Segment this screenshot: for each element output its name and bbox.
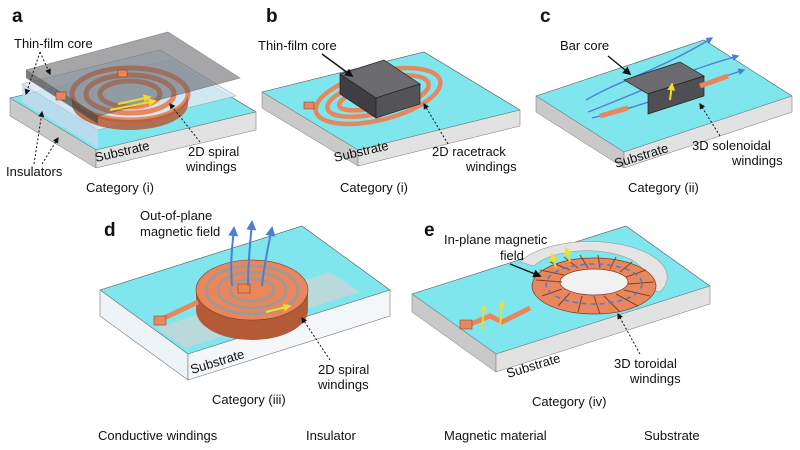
field-label: Out-of-plane [140, 208, 212, 223]
pad [303, 101, 315, 110]
pad [117, 69, 128, 78]
panel-letter: e [424, 220, 435, 241]
panel-b: b Thin-film core Substrate 2D racetrack … [258, 6, 521, 195]
legend-label-conductive-windings: Conductive windings [98, 428, 218, 443]
panel-c: c Bar core Substrate 3D solenoidal windi… [535, 6, 793, 195]
flux-arrow [480, 304, 487, 331]
category-label: Category (i) [86, 180, 154, 195]
substrate-slab-front [495, 285, 711, 373]
pad [153, 315, 167, 326]
field-arrow [246, 220, 257, 287]
panel-letter: d [104, 220, 116, 241]
thin-film-core-front [375, 83, 421, 119]
pad [55, 91, 67, 101]
category-label: Category (iii) [212, 392, 286, 407]
panel-letter: b [266, 6, 278, 27]
panel-d: d Out-of-plane magnetic field Substrate … [99, 208, 391, 407]
legend-label-magnetic-material: Magnetic material [444, 428, 547, 443]
field-label: field [500, 248, 524, 263]
core-pointer [607, 55, 632, 76]
windings-label: 2D spiral [318, 362, 369, 377]
flux-arrow [109, 98, 157, 111]
flux-arrow [498, 300, 505, 327]
windings-label: 2D spiral [188, 144, 239, 159]
core-pointer [24, 51, 41, 96]
spiral-top [195, 259, 309, 321]
spiral-gap [216, 270, 288, 310]
substrate-slab-front [95, 111, 257, 169]
windings-label: windings [465, 159, 517, 174]
category-label: Category (iv) [532, 394, 606, 409]
core-label: Bar core [560, 38, 609, 53]
spiral-gap [204, 264, 300, 316]
field-pointer [509, 263, 542, 278]
insulator-pointer [41, 136, 59, 165]
core-label: Thin-film core [258, 38, 337, 53]
lead-trace [158, 299, 200, 323]
flux-arrow [117, 94, 152, 105]
thin-film-core [25, 31, 241, 117]
flux-arrow [549, 252, 558, 269]
flux-loop [545, 263, 643, 305]
core-label: Thin-film core [14, 36, 93, 51]
field-arrow [261, 226, 276, 287]
windings-pointer [169, 103, 201, 143]
panel-a: a Thin-film core Insulators Substrate 2D… [6, 6, 257, 195]
windings-pointer [301, 317, 331, 361]
spiral-gap [228, 277, 276, 303]
substrate-slab-front [187, 289, 391, 381]
legend-label-substrate: Substrate [644, 428, 700, 443]
spiral-base [196, 290, 308, 340]
field-arrow [228, 226, 239, 287]
field-line [585, 37, 714, 101]
pad [459, 319, 473, 330]
core-pointer [321, 53, 354, 77]
legend: Conductive windings Insulator Magnetic m… [98, 428, 700, 443]
category-label: Category (ii) [628, 180, 699, 195]
insulator-label: Insulators [6, 164, 63, 179]
windings-label: windings [185, 159, 237, 174]
insulator-layer-side [22, 84, 98, 148]
windings-label: windings [629, 371, 681, 386]
field-label: magnetic field [140, 224, 220, 239]
lead-trace [699, 73, 729, 89]
category-label: Category (i) [340, 180, 408, 195]
bar-core-front [647, 75, 705, 115]
legend-label-insulator: Insulator [306, 428, 357, 443]
insulator-pointer [33, 110, 45, 165]
windings-label: windings [317, 377, 369, 392]
windings-label: 3D solenoidal [692, 138, 771, 153]
flux-arrow [265, 303, 292, 313]
core-pointer [39, 51, 51, 76]
panel-e: e In-plane magnetic field Substrate 3D t… [411, 220, 711, 409]
lead-trace [465, 305, 532, 329]
lead-trace [599, 105, 629, 119]
substrate-slab-front [623, 95, 793, 169]
panel-letter: a [12, 6, 23, 27]
flux-arrow [667, 82, 676, 101]
windings-label: 3D toroidal [614, 356, 677, 371]
field-label: In-plane magnetic [444, 232, 548, 247]
flux-arrow [563, 246, 572, 263]
pad [237, 283, 251, 294]
panel-letter: c [540, 6, 551, 27]
windings-label: 2D racetrack [432, 144, 506, 159]
windings-label: windings [731, 153, 783, 168]
toroid-hole [559, 268, 629, 296]
spiral-base [72, 94, 188, 130]
substrate-slab-front [357, 109, 521, 167]
